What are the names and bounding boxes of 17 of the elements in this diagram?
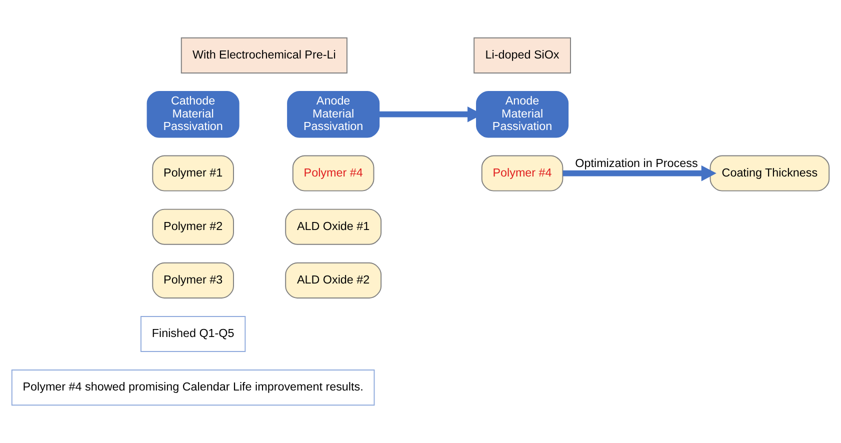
node-box: ALD Oxide #2	[285, 262, 382, 298]
node-box: Polymer #1	[152, 155, 234, 192]
node-box: Finished Q1-Q5	[140, 316, 246, 352]
node-box: ALD Oxide #1	[285, 208, 382, 245]
node-box: Polymer #4	[292, 155, 374, 192]
node-box: With Electrochemical Pre-Li	[180, 37, 348, 74]
node-box: Anode Material Passivation	[287, 90, 380, 138]
node-box: Anode Material Passivation	[476, 90, 569, 138]
node-box: Coating Thickness	[710, 155, 830, 192]
node-box: Li-doped SiOx	[474, 37, 571, 74]
edge-label: Optimization in Process	[575, 157, 698, 170]
node-box: Polymer #4 showed promising Calendar Life improvement results.	[11, 370, 375, 406]
node-box: Polymer #3	[152, 262, 234, 298]
node-box: Polymer #2	[152, 208, 234, 245]
node-box: Cathode Material Passivation	[146, 90, 240, 138]
node-box: Polymer #4	[481, 155, 564, 192]
arrow	[562, 165, 716, 182]
